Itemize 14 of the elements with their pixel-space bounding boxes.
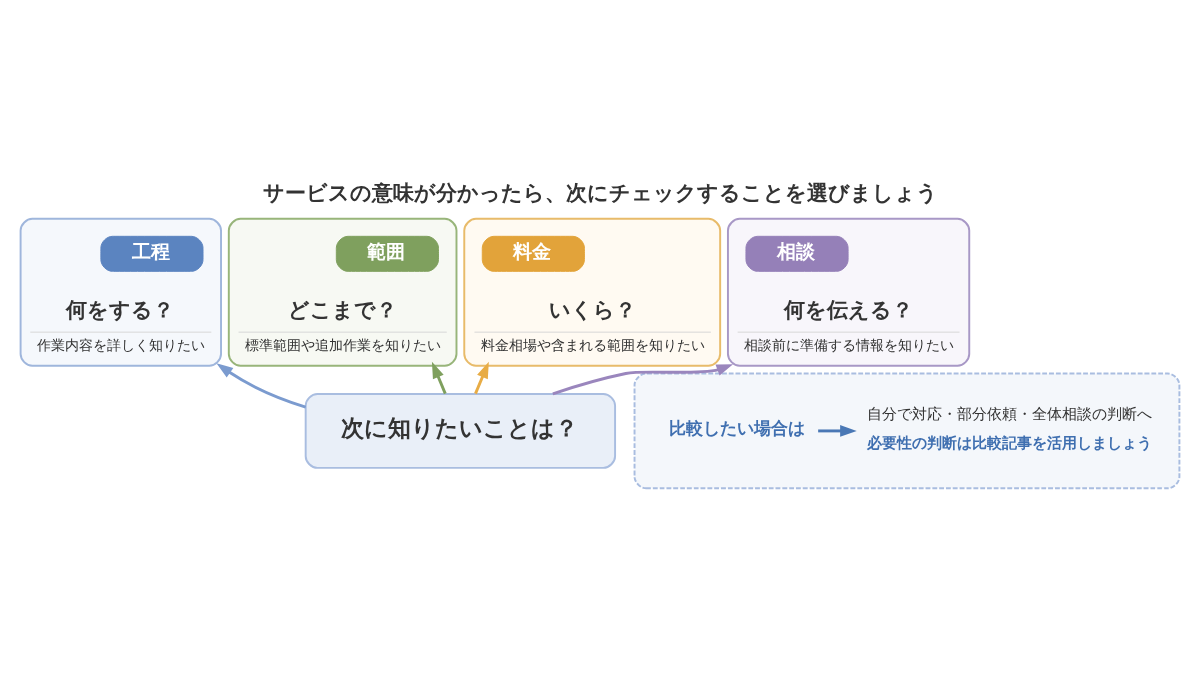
- cluster: [633, 372, 1181, 489]
- arrow: [818, 424, 857, 437]
- node-text: 自分で対応・部分依頼・全体相談の判断へ 必要性の判断は比較記事を活用しましょう: [867, 404, 1153, 451]
- node-text: 比較したい場合は: [668, 418, 805, 438]
- node-box: 相談: [745, 235, 849, 272]
- node-box: 範囲: [335, 235, 439, 272]
- node-box: 次に知りたいことは？: [304, 392, 617, 469]
- arrow: [552, 363, 734, 395]
- node-box: 工程: [100, 235, 204, 272]
- arrow: [431, 361, 447, 394]
- diagram-title: サービスの意味が分かったら、次にチェックすることを選びましょう: [262, 179, 938, 205]
- arrow: [474, 361, 489, 394]
- node-box: 料金: [481, 235, 585, 272]
- arrow: [216, 362, 307, 408]
